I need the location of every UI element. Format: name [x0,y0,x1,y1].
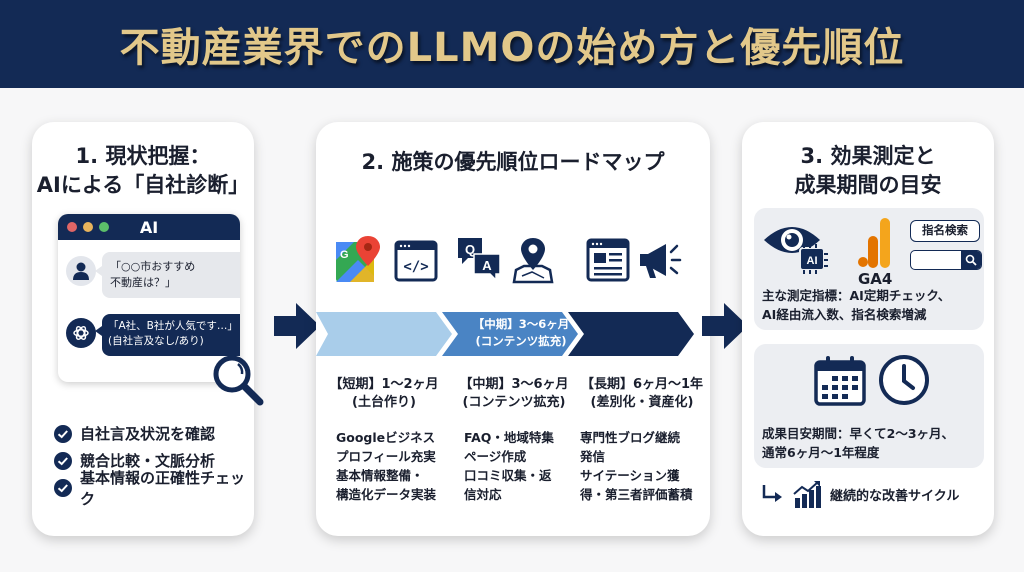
phase-short-tasks: Googleビジネス プロフィール充実 基本情報整備・ 構造化データ実装 [336,430,437,502]
check-circle-icon [54,478,72,497]
window-minimize-dot [83,222,93,232]
check-circle-icon [54,424,72,443]
ai-chat-window: AI 「○○市おすすめ 不動産は？」 「A社、B社が人気です…」 (自社言及なし… [58,214,240,382]
measurement-panel: AI GA4 指名検索 主な測定指標：AI定期チェック、 AI経由流入数、指名検… [754,208,984,330]
page-title: 不動産業界でのLLMOの始め方と優先順位 [119,25,905,71]
qa-bubbles-icon: Q A [456,236,502,286]
phase-short: 【短期】1〜2ヶ月 (土台作り) [329,377,439,410]
map-pin-icon [512,236,554,288]
ai-response-bubble: 「A社、B社が人気です…」 (自社言及なし/あり) [95,314,240,356]
period-panel: 成果目安期間：早くて2〜3ヶ月、 通常6ヶ月〜1年程度 [754,344,984,468]
google-maps-icon: G [336,236,380,286]
svg-text:A: A [482,258,492,273]
phase-mid: 【中期】3〜6ヶ月 (コンテンツ拡充) [459,377,569,410]
megaphone-icon [636,240,686,286]
phase-long-tasks: 専門性ブログ継続 発信 サイテーション獲 得・第三者評価蓄積 [580,430,693,502]
step3-card: 3. 効果測定と 成果期間の目安 AI [742,122,994,536]
check-item: 基本情報の正確性チェック [54,469,254,508]
improvement-cycle: 継続的な改善サイクル [762,480,959,508]
chatgpt-logo-icon [66,318,96,348]
step1-title: 1. 現状把握： AIによる「自社診断」 [36,144,250,197]
article-window-icon [586,238,630,286]
search-box [910,250,982,270]
check-item: 競合比較・文脈分析 [54,447,254,474]
eye-ai-icon: AI [762,218,836,280]
roadmap-chevrons [316,312,694,356]
branded-search-tag: 指名検索 [910,220,980,242]
window-maximize-dot [99,222,109,232]
growth-chart-icon [793,481,821,508]
calendar-icon [814,354,866,410]
measurement-text: 主な測定指標：AI定期チェック、 AI経由流入数、指名検索増減 [762,288,951,322]
svg-text:G: G [340,249,349,261]
period-text: 成果目安期間：早くて2〜3ヶ月、 通常6ヶ月〜1年程度 [762,426,955,460]
flow-arrow-icon [702,303,748,353]
user-avatar-icon [66,256,96,286]
phase-long: 【長期】6ヶ月〜1年 (差別化・資産化) [580,377,704,410]
user-message-bubble: 「○○市おすすめ 不動産は？」 [95,252,240,298]
step2-card: 2. 施策の優先順位ロードマップ G </> [316,122,710,536]
code-window-icon: </> [394,240,438,286]
step1-card: 1. 現状把握： AIによる「自社診断」 AI 「○○市おすすめ 不動産は？」 … [32,122,264,536]
step3-title: 3. 効果測定と 成果期間の目安 [794,144,942,197]
header-banner: 不動産業界でのLLMOの始め方と優先順位 [0,0,1024,88]
svg-text:AI: AI [807,255,818,267]
ai-window-titlebar: AI [58,214,240,240]
check-item: 自社言及状況を確認 [54,420,254,447]
search-icon [961,251,981,269]
chevron-mid-label: 【中期】3〜6ヶ月 (コンテンツ拡充) [472,317,570,348]
flow-arrow-icon [274,303,320,353]
step2-title: 2. 施策の優先順位ロードマップ [361,150,665,174]
svg-text:</>: </> [403,259,428,275]
ga4-label: GA4 [858,270,893,288]
diagnosis-checklist: 自社言及状況を確認 競合比較・文脈分析 基本情報の正確性チェック [54,420,254,508]
svg-text:Q: Q [465,242,475,257]
ga4-logo-icon [858,216,894,272]
ai-window-title: AI [139,217,159,237]
phase-mid-tasks: FAQ・地域特集 ページ作成 口コミ収集・返 信対応 [464,430,554,502]
check-circle-icon [54,451,72,470]
window-close-dot [67,222,77,232]
return-arrow-icon [762,485,782,502]
magnifier-icon [210,352,266,412]
clock-icon [878,354,930,410]
